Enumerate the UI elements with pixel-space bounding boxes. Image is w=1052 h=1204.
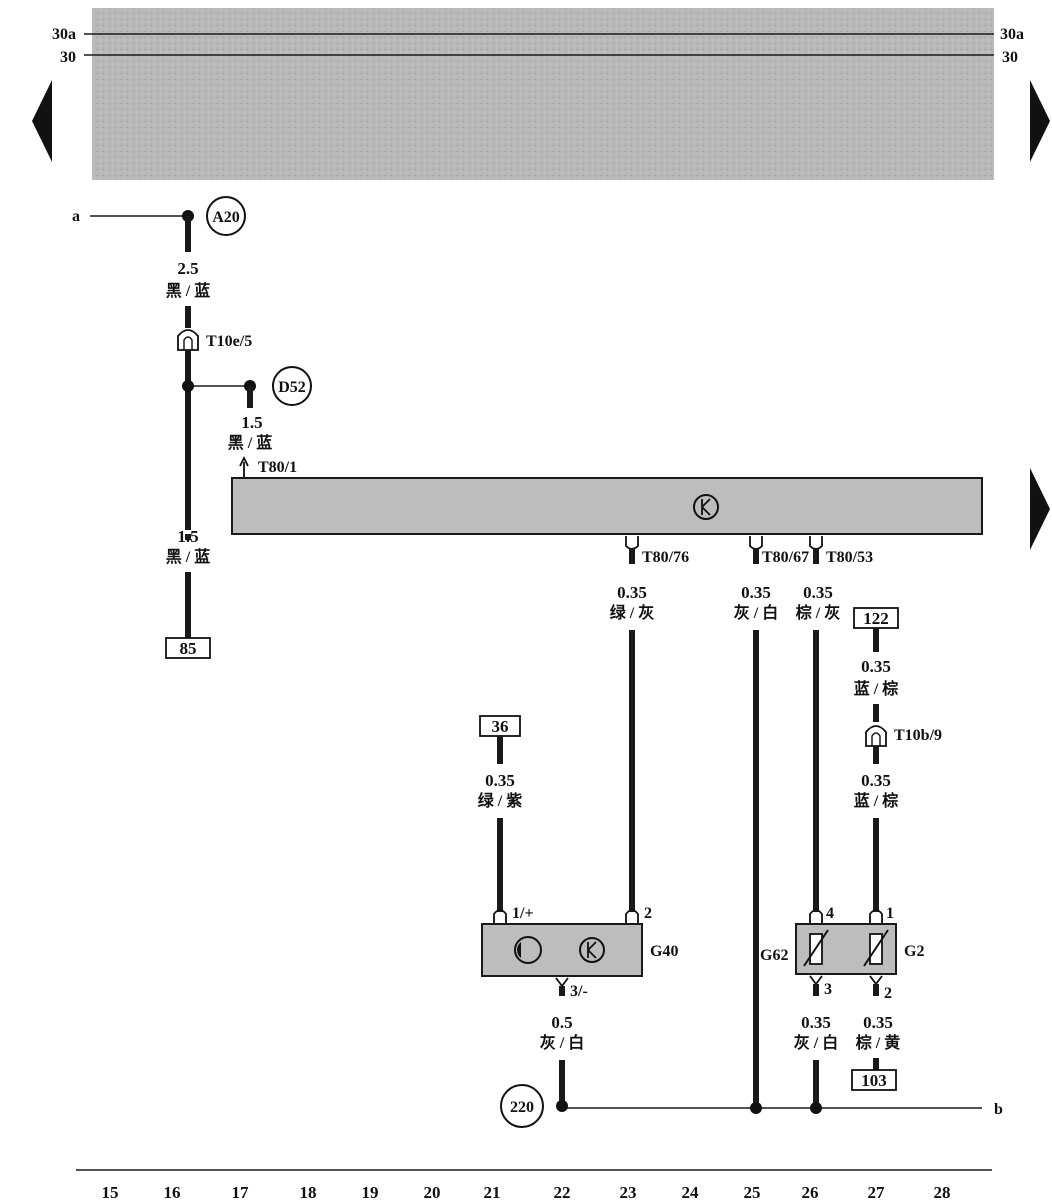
- w2-color: 黑 / 蓝: [228, 433, 272, 452]
- previous-page-arrow-icon[interactable]: [32, 80, 52, 162]
- node-b-label: b: [994, 1101, 1003, 1118]
- w26b-color: 灰 / 白: [794, 1033, 838, 1052]
- g40-pin-2-label: 2: [644, 905, 652, 922]
- node-a-label: a: [72, 208, 80, 225]
- junction-dot: [556, 1100, 568, 1112]
- node-d52: [272, 366, 312, 406]
- control-unit-box: [231, 477, 983, 535]
- g2-label: G2: [904, 943, 924, 960]
- scale-26: 26: [802, 1183, 819, 1202]
- scale-25: 25: [744, 1183, 761, 1202]
- connector-t10b9-icon: [865, 725, 887, 747]
- w23-color: 绿 / 灰: [610, 603, 654, 622]
- connector-t10b9-label: T10b/9: [894, 727, 942, 744]
- g40-pin-1p-label: 1/+: [512, 905, 534, 922]
- connector-t8053-label: T80/53: [826, 549, 873, 566]
- w22-color: 灰 / 白: [540, 1033, 584, 1052]
- connector-t10e5-icon: [177, 329, 199, 351]
- w27c-color: 棕 / 黄: [856, 1033, 900, 1052]
- scale-24: 24: [682, 1183, 700, 1202]
- ground-point-220: [500, 1084, 544, 1128]
- g62-pin-3-label: 3: [824, 981, 832, 998]
- scale-21: 21: [484, 1183, 501, 1202]
- pin-t8076-icon: [625, 536, 639, 550]
- scale-27: 27: [868, 1183, 886, 1202]
- w25-color: 灰 / 白: [734, 603, 778, 622]
- column-scale: 15 16 17 18 19 20 21 22 23 24 25 26 27 2…: [102, 1183, 951, 1202]
- g62-label: G62: [760, 947, 788, 964]
- g2-pin-2-label: 2: [884, 985, 892, 1002]
- g62-pin-4-label: 4: [826, 905, 834, 922]
- pin-t801-icon: [239, 455, 249, 478]
- g2-pin-1-label: 1: [886, 905, 894, 922]
- connector-t10e5-label: T10e/5: [206, 333, 252, 350]
- scale-20: 20: [424, 1183, 441, 1202]
- w26-color: 棕 / 灰: [796, 603, 840, 622]
- junction-dot: [810, 1102, 822, 1114]
- ref-box-103[interactable]: [851, 1069, 897, 1091]
- node-a20: [206, 196, 246, 236]
- node-d52-label: D52: [278, 379, 306, 396]
- ref-103-label[interactable]: 103: [861, 1071, 887, 1090]
- w26-size: 0.35: [803, 583, 833, 602]
- node-a20-label: A20: [212, 209, 240, 226]
- w3-color: 黑 / 蓝: [166, 547, 210, 566]
- pin-g40-1-icon: [493, 909, 507, 924]
- scale-15: 15: [102, 1183, 119, 1202]
- ground-point-220-label: 220: [510, 1099, 534, 1116]
- scale-16: 16: [164, 1183, 181, 1202]
- electronic-symbol-icon: [579, 937, 605, 963]
- scale-17: 17: [232, 1183, 250, 1202]
- w27c-size: 0.35: [863, 1013, 893, 1032]
- scale-23: 23: [620, 1183, 637, 1202]
- w23-size: 0.35: [617, 583, 647, 602]
- junction-dot: [750, 1102, 762, 1114]
- continue-arrow-icon[interactable]: [1030, 468, 1050, 550]
- pin-g2-2-icon: [869, 975, 883, 986]
- w27a-size: 0.35: [861, 657, 891, 676]
- rail-30a-right: 30a: [1000, 26, 1024, 43]
- hall-sensor-icon: [514, 936, 542, 964]
- w25-size: 0.35: [741, 583, 771, 602]
- w1-size: 2.5: [177, 259, 198, 278]
- connector-t8076-label: T80/76: [642, 549, 689, 566]
- w27b-color: 蓝 / 棕: [854, 791, 898, 810]
- pin-g40-3-icon: [555, 977, 569, 988]
- ref-122-label[interactable]: 122: [863, 609, 889, 628]
- ref-36-label[interactable]: 36: [492, 717, 509, 736]
- w1-color: 黑 / 蓝: [166, 281, 210, 300]
- connector-t8067-label: T80/67: [762, 549, 809, 566]
- rail-30-left: 30: [60, 49, 76, 66]
- sensor-g40-box: [481, 923, 643, 977]
- scale-19: 19: [362, 1183, 379, 1202]
- w21-color: 绿 / 紫: [478, 791, 522, 810]
- scale-28: 28: [934, 1183, 951, 1202]
- scale-18: 18: [300, 1183, 317, 1202]
- w27a-color: 蓝 / 棕: [854, 679, 898, 698]
- ref-box-85[interactable]: [165, 637, 211, 659]
- pin-g2-1-icon: [869, 909, 883, 924]
- w21-size: 0.35: [485, 771, 515, 790]
- w2-size: 1.5: [241, 413, 262, 432]
- electronic-symbol-icon: [693, 494, 719, 520]
- w3-size: 1.5: [177, 527, 198, 546]
- w26b-size: 0.35: [801, 1013, 831, 1032]
- connector-t801-label: T80/1: [258, 459, 297, 476]
- scale-22: 22: [554, 1183, 571, 1202]
- g40-pin-3m-label: 3/-: [570, 983, 588, 1000]
- pin-g40-2-icon: [625, 909, 639, 924]
- g40-label: G40: [650, 943, 678, 960]
- pin-g62-3-icon: [809, 975, 823, 986]
- fuse-relay-panel: [92, 8, 994, 180]
- pin-t8053-icon: [809, 536, 823, 550]
- rail-30-right: 30: [1002, 49, 1018, 66]
- ref-85-label[interactable]: 85: [180, 639, 197, 658]
- w27b-size: 0.35: [861, 771, 891, 790]
- w22-size: 0.5: [551, 1013, 572, 1032]
- pin-g62-4-icon: [809, 909, 823, 924]
- rail-30a-left: 30a: [52, 26, 76, 43]
- next-page-arrow-icon[interactable]: [1030, 80, 1050, 162]
- pin-t8067-icon: [749, 536, 763, 550]
